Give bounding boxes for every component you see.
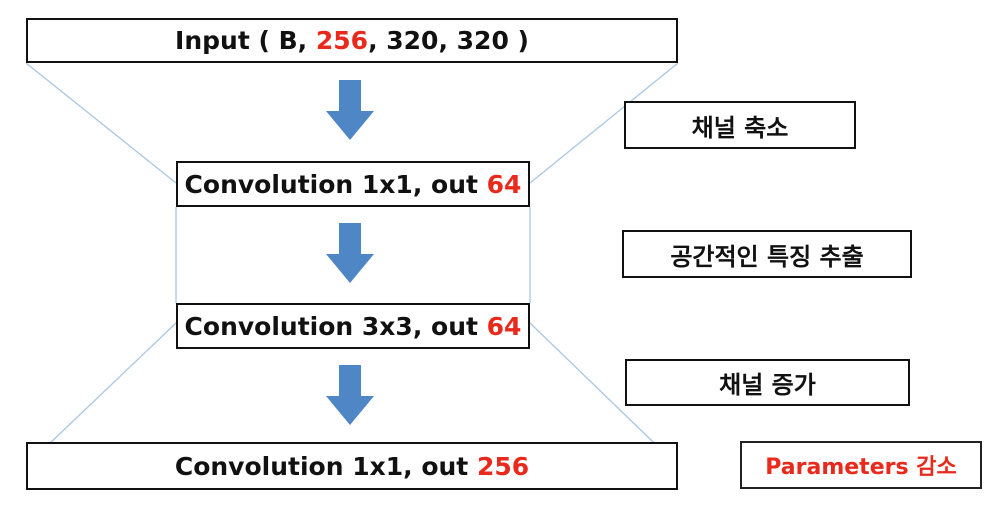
conv1x1-expand-out-value: 256 (476, 451, 530, 481)
input-label-suffix: , 320, 320 ) (368, 26, 529, 55)
conv3x3-label: Convolution 3x3, out (184, 311, 487, 341)
parameters-reduction-box: Parameters 감소 (740, 441, 982, 489)
conv3x3-out-value: 64 (486, 311, 522, 341)
annotation-channel-reduce-label: 채널 축소 (691, 113, 789, 142)
annotation-channel-expand-label: 채널 증가 (719, 371, 816, 399)
parameters-reduction-label: Parameters 감소 (765, 455, 957, 480)
down-arrow-icon (326, 223, 374, 283)
conv1x1-expand-box: Convolution 1x1, out 256 (26, 442, 678, 490)
conv1x1-reduce-label: Convolution 1x1, out (184, 169, 487, 199)
conv1x1-reduce-out-value: 64 (486, 169, 522, 199)
annotation-spatial-features-label: 공간적인 특징 추출 (670, 242, 864, 271)
guide-line-input-left (25, 62, 177, 184)
input-box: Input ( B, 256, 320, 320 ) (26, 18, 678, 63)
guide-line-input-right (529, 62, 679, 184)
input-label-prefix: Input ( B, (175, 26, 316, 55)
annotation-channel-reduce: 채널 축소 (624, 101, 856, 149)
down-arrow-icon (326, 80, 374, 140)
annotation-channel-expand: 채널 증가 (625, 359, 910, 406)
annotation-spatial-features: 공간적인 특징 추출 (622, 230, 912, 278)
conv1x1-reduce-box: Convolution 1x1, out 64 (176, 161, 530, 207)
down-arrow-icon (326, 365, 374, 425)
input-channel-value: 256 (315, 26, 369, 55)
conv1x1-expand-label: Convolution 1x1, out (174, 451, 477, 481)
conv3x3-box: Convolution 3x3, out 64 (176, 303, 530, 349)
